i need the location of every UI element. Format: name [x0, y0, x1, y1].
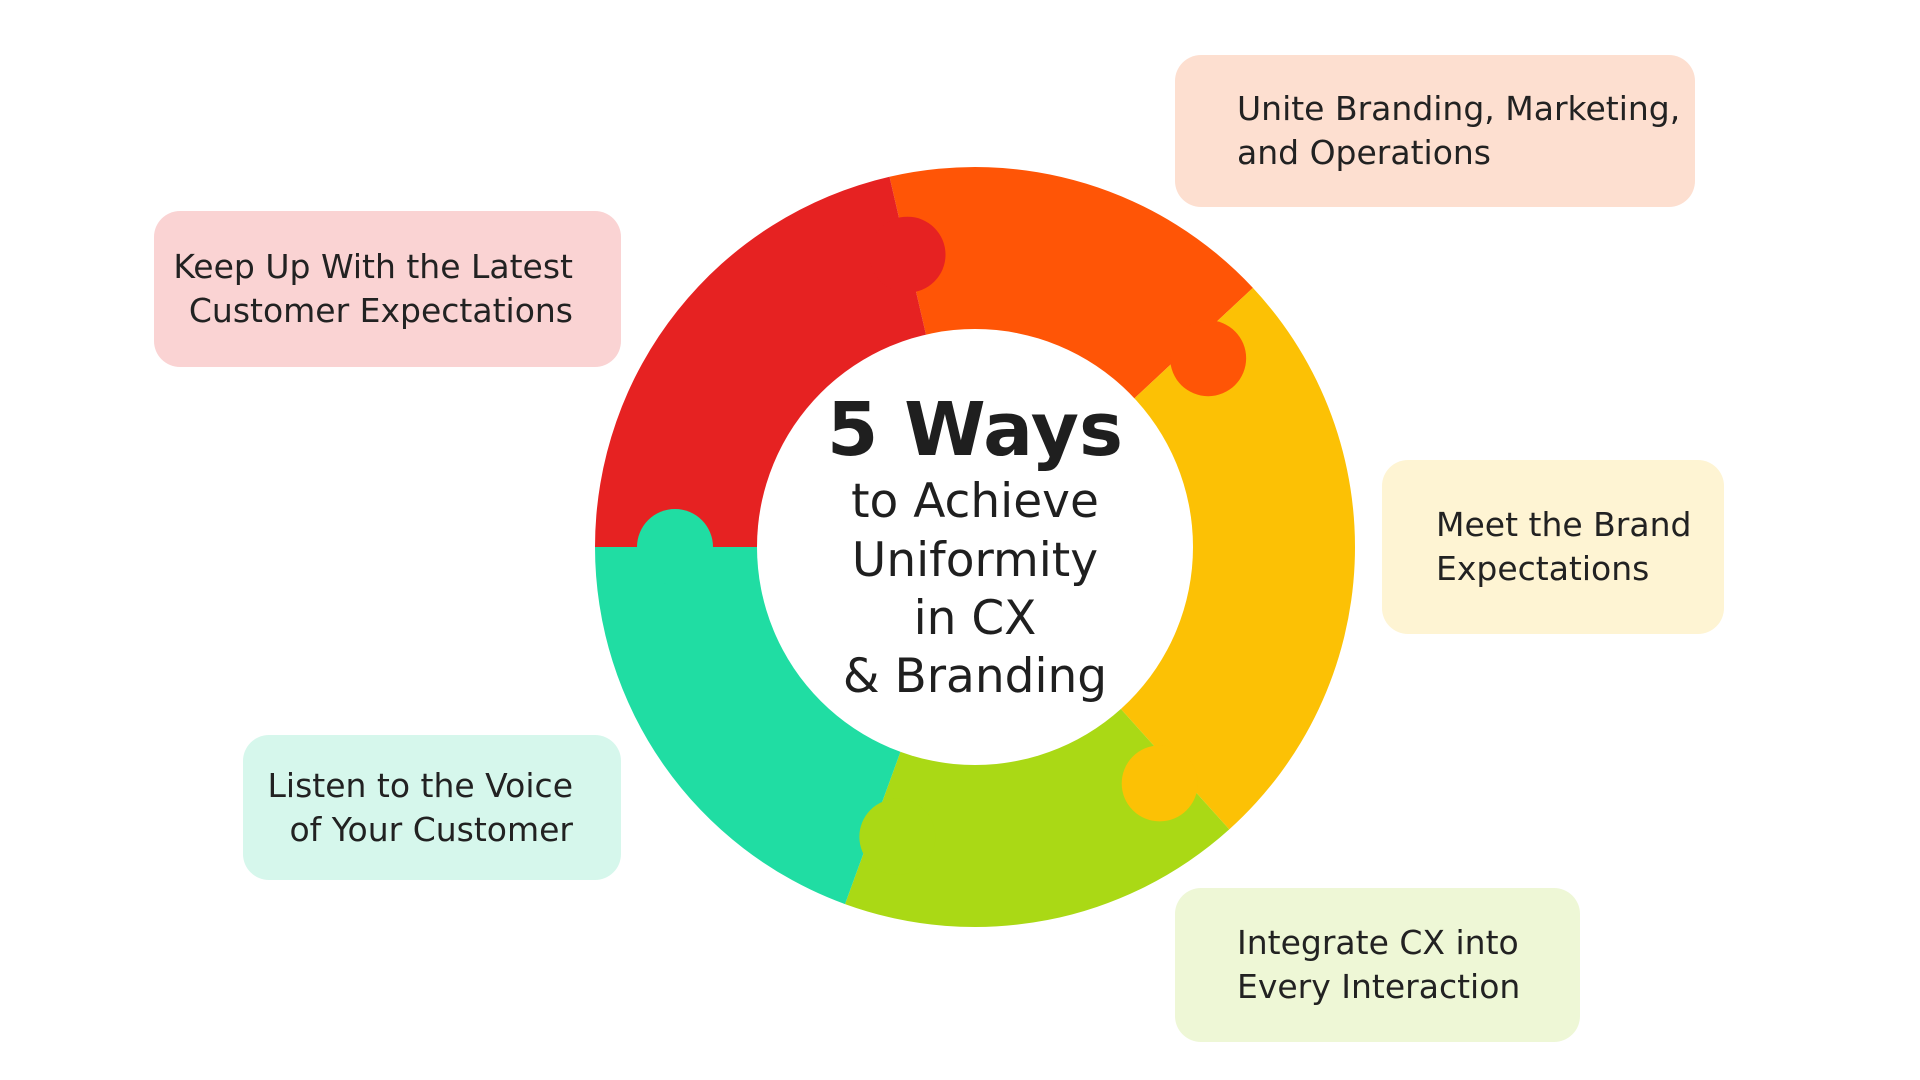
step-card-meet-brand-expectations: Meet the Brand Expectations: [1382, 460, 1724, 634]
center-subtitle: to Achieve Uniformity in CX & Branding: [842, 474, 1108, 705]
step-label: Keep Up With the Latest Customer Expecta…: [173, 247, 573, 330]
step-card-listen-voice: Listen to the Voice of Your Customer: [243, 735, 621, 880]
segment-unite: [889, 167, 1253, 400]
puzzle-knob: [859, 798, 936, 875]
segment-meet-brand: [1119, 287, 1355, 830]
ring-center-hole: [757, 329, 1193, 765]
step-label: Unite Branding, Marketing, and Operation…: [1237, 89, 1681, 172]
segment-listen: [595, 547, 902, 905]
segment-keep-up: [595, 176, 927, 547]
step-label: Integrate CX into Every Interaction: [1237, 923, 1521, 1006]
puzzle-knob: [637, 509, 713, 585]
step-card-integrate-cx: Integrate CX into Every Interaction: [1175, 888, 1580, 1042]
step-card-keep-up: Keep Up With the Latest Customer Expecta…: [154, 211, 621, 367]
center-label: 5 Ways to Achieve Uniformity in CX & Bra…: [780, 385, 1170, 715]
step-label: Meet the Brand Expectations: [1436, 505, 1692, 588]
puzzle-knob: [869, 216, 946, 293]
step-label: Listen to the Voice of Your Customer: [267, 765, 573, 849]
step-card-unite-branding: Unite Branding, Marketing, and Operation…: [1175, 55, 1695, 207]
puzzle-knob: [1121, 745, 1198, 822]
center-title: 5 Ways: [826, 387, 1124, 474]
puzzle-knob: [1170, 320, 1247, 397]
